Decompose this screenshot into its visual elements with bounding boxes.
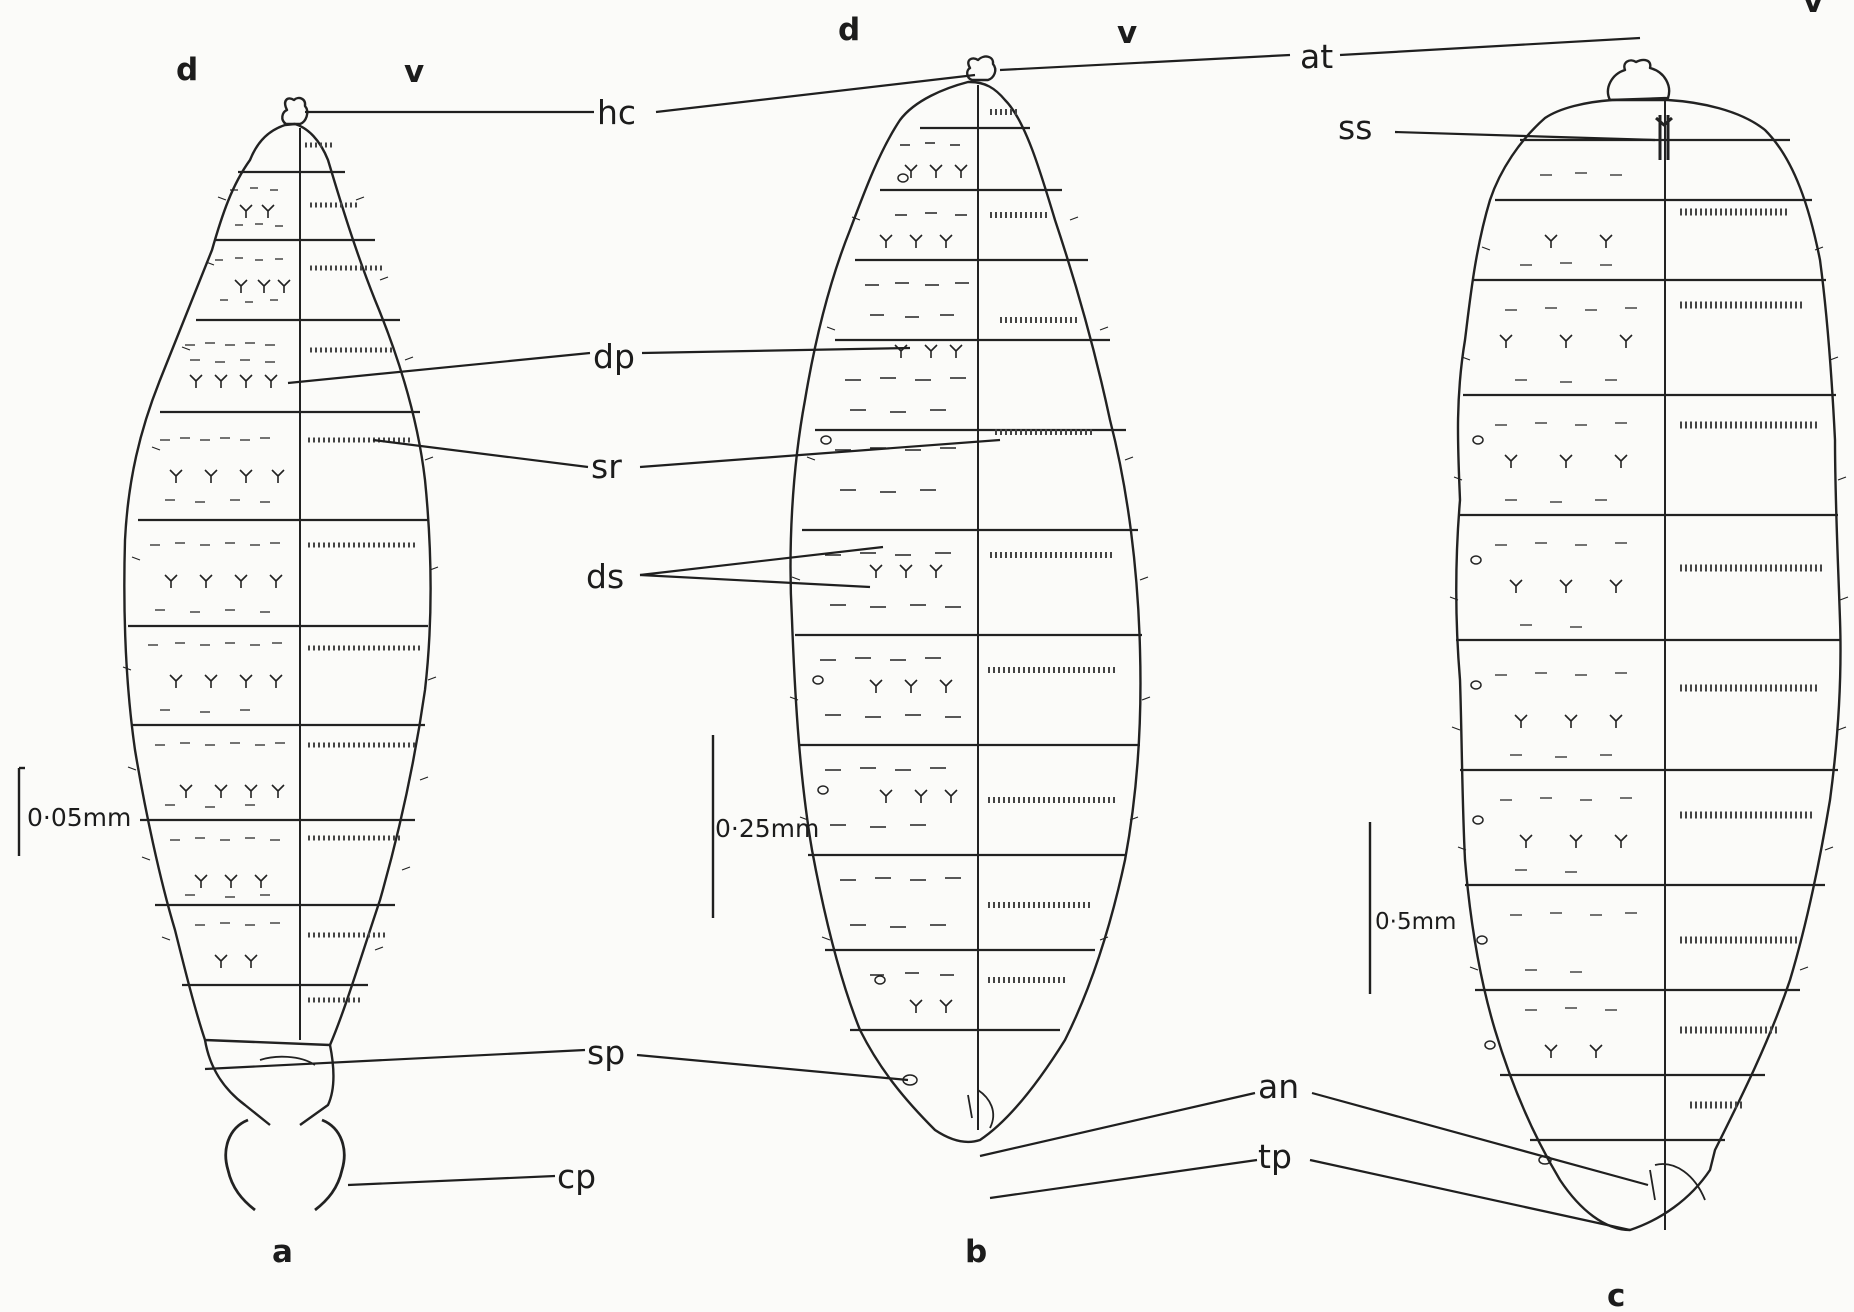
leader-ds-2 xyxy=(640,575,870,587)
larva-b-dorsal-plates xyxy=(870,165,967,1013)
callout-an: an xyxy=(1258,1067,1299,1106)
scale-bar-a xyxy=(19,768,25,856)
larva-a-head-capsule xyxy=(282,98,307,124)
callout-sp: sp xyxy=(587,1033,625,1072)
leader-sr-b xyxy=(640,440,1000,467)
leader-at-b xyxy=(1000,55,1290,70)
leader-sr-a xyxy=(373,440,588,467)
leader-dp-b xyxy=(642,348,910,353)
larva-a-lateral-hairs xyxy=(123,197,438,950)
leader-cp xyxy=(348,1176,555,1185)
larva-c xyxy=(1450,60,1848,1230)
panel-c-scale-label: 0·5mm xyxy=(1375,909,1456,935)
callout-sr: sr xyxy=(591,447,622,486)
larva-c-dorsal-plates xyxy=(1500,235,1632,1058)
larva-b-body-outline xyxy=(791,82,1141,1142)
panel-c-label: c xyxy=(1607,1278,1625,1312)
callout-tp: tp xyxy=(1258,1137,1292,1176)
panel-c-ventral-label: v xyxy=(1803,0,1823,20)
panel-a-scale-label: 0·05mm xyxy=(27,803,131,832)
panel-a-label: a xyxy=(272,1234,293,1270)
panel-b-ventral-label: v xyxy=(1117,15,1137,51)
larva-a xyxy=(123,98,438,1210)
larva-c-body-outline xyxy=(1456,100,1840,1230)
larva-b xyxy=(790,57,1150,1142)
panel-b-scale-label: 0·25mm xyxy=(715,814,819,843)
larva-a-caudal-processes xyxy=(226,1120,344,1210)
panel-a-dorsal-label: d xyxy=(176,52,198,88)
leader-tp-b xyxy=(990,1160,1257,1198)
panel-b-dorsal-label: d xyxy=(838,12,860,48)
larva-b-dorsal-spines xyxy=(820,143,969,975)
larva-b-lateral-hairs xyxy=(790,217,1150,940)
leader-sp-b xyxy=(637,1055,908,1080)
callout-dp: dp xyxy=(593,337,635,376)
panel-b-label: b xyxy=(965,1234,987,1270)
callout-ds: ds xyxy=(586,557,624,596)
larva-c-head-capsule xyxy=(1608,60,1669,100)
callout-hc: hc xyxy=(597,93,636,132)
larva-b-segments xyxy=(795,128,1142,1030)
callout-cp: cp xyxy=(557,1157,596,1196)
larva-a-dorsal-spines xyxy=(148,188,285,925)
larva-c-segments xyxy=(1456,140,1840,1140)
panel-a-ventral-label: v xyxy=(404,54,424,90)
larva-c-lateral-hairs xyxy=(1450,247,1848,970)
leader-hc-b xyxy=(656,75,975,112)
leader-tp-c xyxy=(1310,1160,1630,1230)
larva-c-anal-region xyxy=(1650,1164,1705,1200)
larva-b-anal-region xyxy=(968,1090,993,1128)
larva-a-ventral-spine-rows xyxy=(305,145,420,1000)
callout-at: at xyxy=(1300,37,1333,76)
callout-ss: ss xyxy=(1338,108,1372,147)
larva-b-spiracles xyxy=(813,174,917,1085)
leader-dp-a xyxy=(288,353,590,383)
larva-b-ventral-spine-rows xyxy=(988,112,1118,980)
larva-c-ventral-spine-rows xyxy=(1680,212,1825,1105)
leader-at-c xyxy=(1340,38,1640,55)
larva-a-caudal-segment xyxy=(205,1040,334,1125)
leader-ds-1 xyxy=(640,547,883,575)
